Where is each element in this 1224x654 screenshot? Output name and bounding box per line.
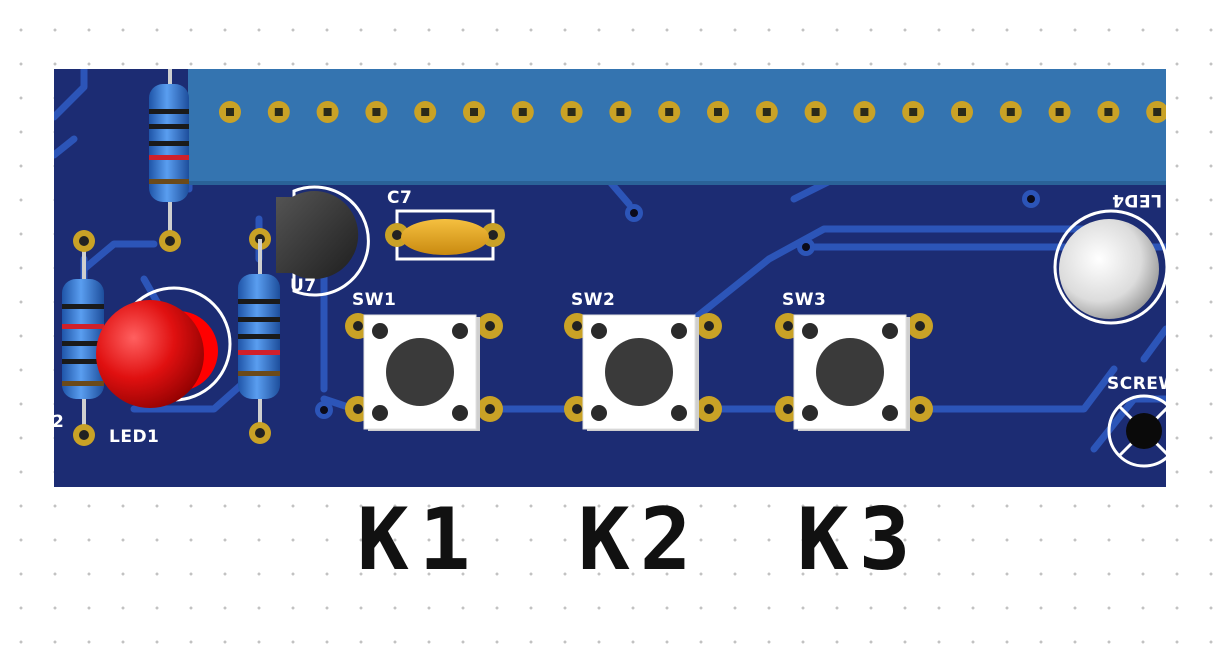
- switch-corner-dot: [671, 405, 687, 421]
- switch-pad-hole: [353, 404, 363, 414]
- header-pin-hole: [518, 108, 527, 116]
- switch-corner-dot: [671, 323, 687, 339]
- key-label-k2: K2: [578, 490, 702, 590]
- sw2-label: SW2: [571, 290, 615, 310]
- header-pin-hole: [616, 108, 625, 116]
- transistor-u7: U7: [249, 185, 370, 297]
- key-label-k1: K1: [357, 490, 481, 590]
- pcb-board: U7 C7 LED1 2 SW1 SW2: [54, 69, 1166, 487]
- header-pin-hole: [567, 108, 576, 116]
- switch-pad-hole: [572, 321, 582, 331]
- header-pin-hole: [860, 108, 869, 116]
- screw-hole: SCREW: [1107, 374, 1166, 468]
- header-pin-hole: [323, 108, 332, 116]
- header-pin-hole: [714, 108, 722, 116]
- header-pin-hole: [274, 108, 283, 116]
- switch-pad-hole: [915, 321, 925, 331]
- u7-label: U7: [290, 276, 317, 296]
- switch-button: [605, 338, 673, 406]
- led4: LED4: [1053, 190, 1166, 325]
- switch-corner-dot: [802, 405, 818, 421]
- capacitor-c7: C7: [385, 188, 505, 261]
- switch-sw2: SW2: [564, 290, 722, 431]
- led1: LED1 2: [54, 286, 232, 447]
- header-pin-hole: [372, 108, 381, 116]
- switch-pad-hole: [485, 404, 495, 414]
- resistor-r-mid: [238, 239, 280, 444]
- switch-button: [386, 338, 454, 406]
- led4-label: LED4: [1112, 190, 1162, 210]
- resistor-r-left: [62, 230, 104, 446]
- header-pin-hole: [811, 108, 820, 116]
- switch-corner-dot: [372, 323, 388, 339]
- header-pin-hole: [1006, 108, 1015, 116]
- partial-label: 2: [54, 412, 64, 432]
- screw-label: SCREW: [1107, 374, 1166, 394]
- switch-pad-hole: [915, 404, 925, 414]
- switch-corner-dot: [802, 323, 818, 339]
- switch-corner-dot: [882, 405, 898, 421]
- header-pin-hole: [1153, 108, 1162, 116]
- header-pin-hole: [958, 108, 966, 116]
- vias: [315, 190, 1040, 419]
- switch-corner-dot: [452, 323, 468, 339]
- switch-pad-hole: [485, 321, 495, 331]
- key-labels: K1 K2 K3: [0, 490, 1224, 600]
- switch-pad-hole: [783, 321, 793, 331]
- switch-pad-hole: [704, 321, 714, 331]
- switch-sw1: SW1: [345, 290, 503, 431]
- sw1-label: SW1: [352, 290, 396, 310]
- header-pin-hole: [665, 108, 674, 116]
- header-pin-hole: [226, 108, 234, 116]
- key-label-k3: K3: [797, 490, 921, 590]
- switch-corner-dot: [882, 323, 898, 339]
- switch-pad-hole: [783, 404, 793, 414]
- switch-button: [816, 338, 884, 406]
- c7-label: C7: [387, 188, 412, 208]
- pin-header: [188, 69, 1166, 185]
- switch-pad-hole: [704, 404, 714, 414]
- header-pin-hole: [762, 108, 771, 116]
- switch-corner-dot: [452, 405, 468, 421]
- switch-corner-dot: [591, 405, 607, 421]
- led1-label: LED1: [109, 427, 159, 447]
- switch-sw3: SW3: [775, 290, 933, 431]
- sw3-label: SW3: [782, 290, 826, 310]
- switch-pad-hole: [572, 404, 582, 414]
- header-pin-hole: [421, 108, 430, 116]
- resistor-r-top: [149, 69, 189, 252]
- switch-corner-dot: [372, 405, 388, 421]
- switch-pad-hole: [353, 321, 363, 331]
- switch-corner-dot: [591, 323, 607, 339]
- header-pin-hole: [1055, 108, 1064, 116]
- header-pin-hole: [1104, 108, 1113, 116]
- header-pin-hole: [470, 108, 478, 116]
- header-pin-hole: [909, 108, 918, 116]
